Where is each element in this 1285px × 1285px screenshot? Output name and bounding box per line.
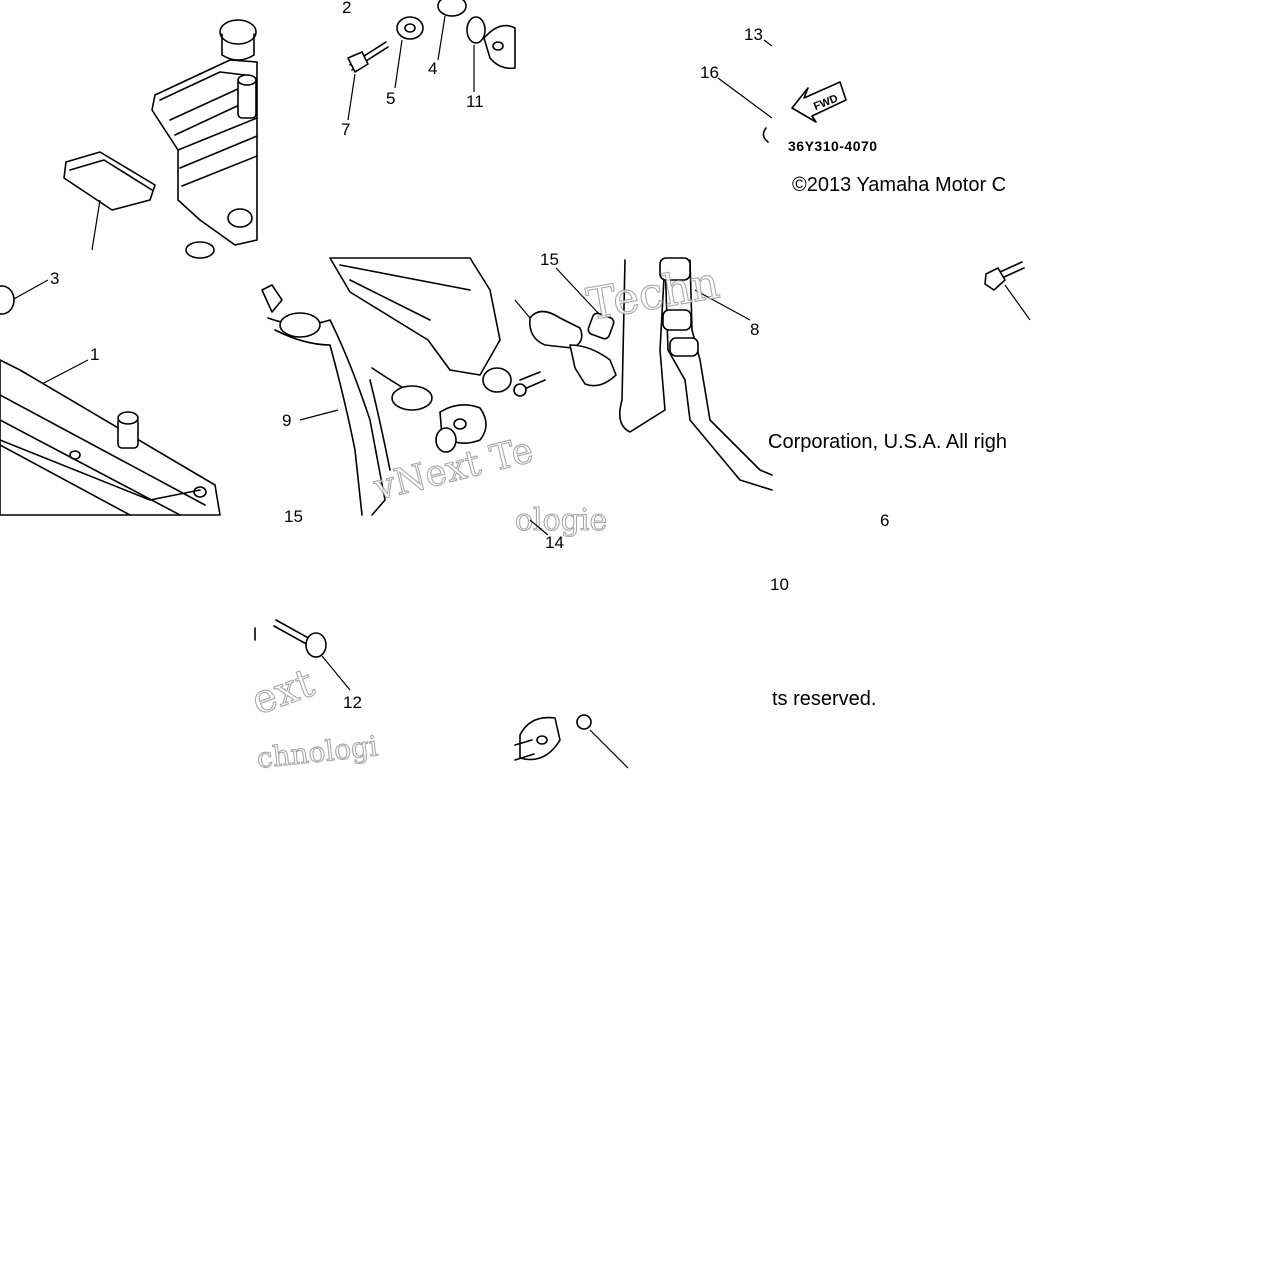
watermark-4: ext xyxy=(246,660,320,725)
watermark-5: chnologi xyxy=(255,729,379,775)
callout-15a: 15 xyxy=(284,507,303,526)
oil-pipe-clamps-drawing: 15 8 Techn ologie 14 xyxy=(513,250,773,552)
callout-4: 4 xyxy=(428,59,437,78)
callout-16: 16 xyxy=(700,63,719,82)
oil-hose-left-drawing: 9 15 vNext Te xyxy=(261,257,538,526)
fwd-mark-drawing: 13 16 FWD xyxy=(700,25,847,143)
callout-14: 14 xyxy=(545,533,564,552)
callout-1: 1 xyxy=(90,345,99,364)
small-parts-drawing: 2 7 5 4 11 xyxy=(341,0,516,139)
callout-2: 2 xyxy=(342,0,351,17)
callout-8: 8 xyxy=(750,320,759,339)
callout-15b: 15 xyxy=(540,250,559,269)
copyright-line-2: Corporation, U.S.A. All righ xyxy=(768,431,1007,453)
diagram-code: 36Y310-4070 xyxy=(788,138,878,154)
callout-5: 5 xyxy=(386,89,395,108)
callout-11: 11 xyxy=(466,92,484,111)
oil-cooler-upper-drawing xyxy=(63,19,258,259)
callout-13: 13 xyxy=(744,25,763,44)
oil-cooler-lower-drawing: 3 1 xyxy=(0,269,221,516)
callout-7: 7 xyxy=(341,120,350,139)
callout-3: 3 xyxy=(50,269,59,288)
callout-9: 9 xyxy=(282,411,291,430)
bolt-right-drawing: 6 10 xyxy=(770,261,1031,594)
pipe-end-washer-drawing xyxy=(514,714,629,769)
callout-10: 10 xyxy=(770,575,789,594)
callout-12: 12 xyxy=(343,693,362,712)
copyright-line-3: ts reserved. xyxy=(772,688,877,710)
watermark-1: Techn xyxy=(583,257,723,330)
bolt-12-drawing: 12 ext chnologi xyxy=(245,619,380,776)
callout-6: 6 xyxy=(880,511,889,530)
fwd-arrow-icon xyxy=(791,81,847,123)
copyright-line-1: ©2013 Yamaha Motor C xyxy=(792,174,1007,196)
